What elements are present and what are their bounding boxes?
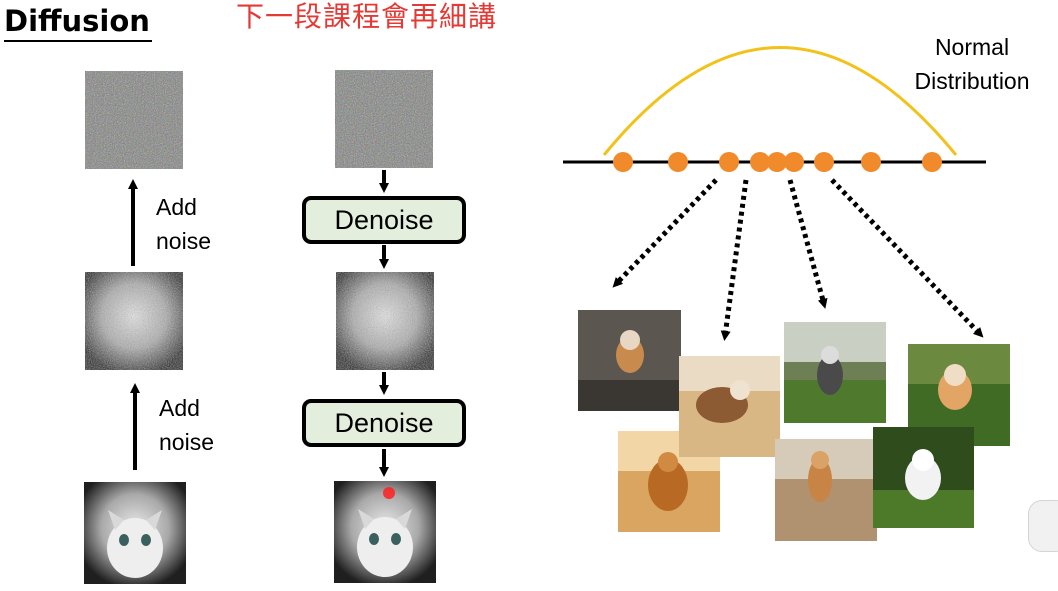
sample-point bbox=[750, 152, 770, 172]
add-noise-label-2-line1: Add bbox=[159, 395, 200, 421]
cat-image-middle bbox=[334, 481, 436, 583]
sample-point bbox=[767, 152, 787, 172]
dog-image-2 bbox=[679, 356, 780, 457]
add-noise-label-2: Add noise bbox=[159, 391, 214, 459]
sample-point bbox=[861, 152, 881, 172]
noise-image-top-middle bbox=[335, 70, 433, 168]
sample-arrow-3 bbox=[787, 179, 828, 309]
sample-point bbox=[922, 152, 942, 172]
sample-point bbox=[613, 152, 633, 172]
partial-noise-cat-middle bbox=[336, 272, 434, 370]
denoise-box-1: Denoise bbox=[302, 196, 466, 244]
sample-point bbox=[668, 152, 688, 172]
denoise-box-2: Denoise bbox=[302, 399, 466, 447]
add-noise-label-1-line1: Add bbox=[156, 194, 197, 220]
dog-image-6 bbox=[775, 439, 877, 541]
normal-distribution-label-line2: Distribution bbox=[914, 68, 1030, 94]
noise-image-top-left bbox=[85, 71, 183, 169]
sample-point bbox=[784, 152, 804, 172]
player-overlay-button[interactable] bbox=[1028, 500, 1058, 552]
partial-noise-cat-left bbox=[85, 272, 183, 370]
sample-points bbox=[613, 152, 942, 172]
dog-image-7 bbox=[873, 427, 974, 528]
add-noise-label-1-line2: noise bbox=[156, 228, 211, 254]
chinese-caption: 下一段課程會再細講 bbox=[236, 0, 498, 33]
sample-arrow-1 bbox=[612, 178, 718, 288]
sample-arrow-2 bbox=[720, 179, 749, 341]
page-title: Diffusion bbox=[4, 2, 152, 42]
sample-arrow-4 bbox=[830, 178, 984, 338]
normal-distribution-curve bbox=[602, 46, 958, 156]
dog-image-1 bbox=[578, 310, 681, 411]
laser-pointer-dot bbox=[383, 487, 395, 499]
dog-image-3 bbox=[784, 322, 886, 423]
normal-distribution-label: Normal Distribution bbox=[900, 30, 1044, 98]
sample-point bbox=[814, 152, 834, 172]
add-noise-label-2-line2: noise bbox=[159, 429, 214, 455]
cat-image-left bbox=[84, 482, 186, 584]
sample-point bbox=[719, 152, 739, 172]
normal-distribution-label-line1: Normal bbox=[934, 34, 1010, 60]
add-noise-label-1: Add noise bbox=[156, 190, 211, 258]
